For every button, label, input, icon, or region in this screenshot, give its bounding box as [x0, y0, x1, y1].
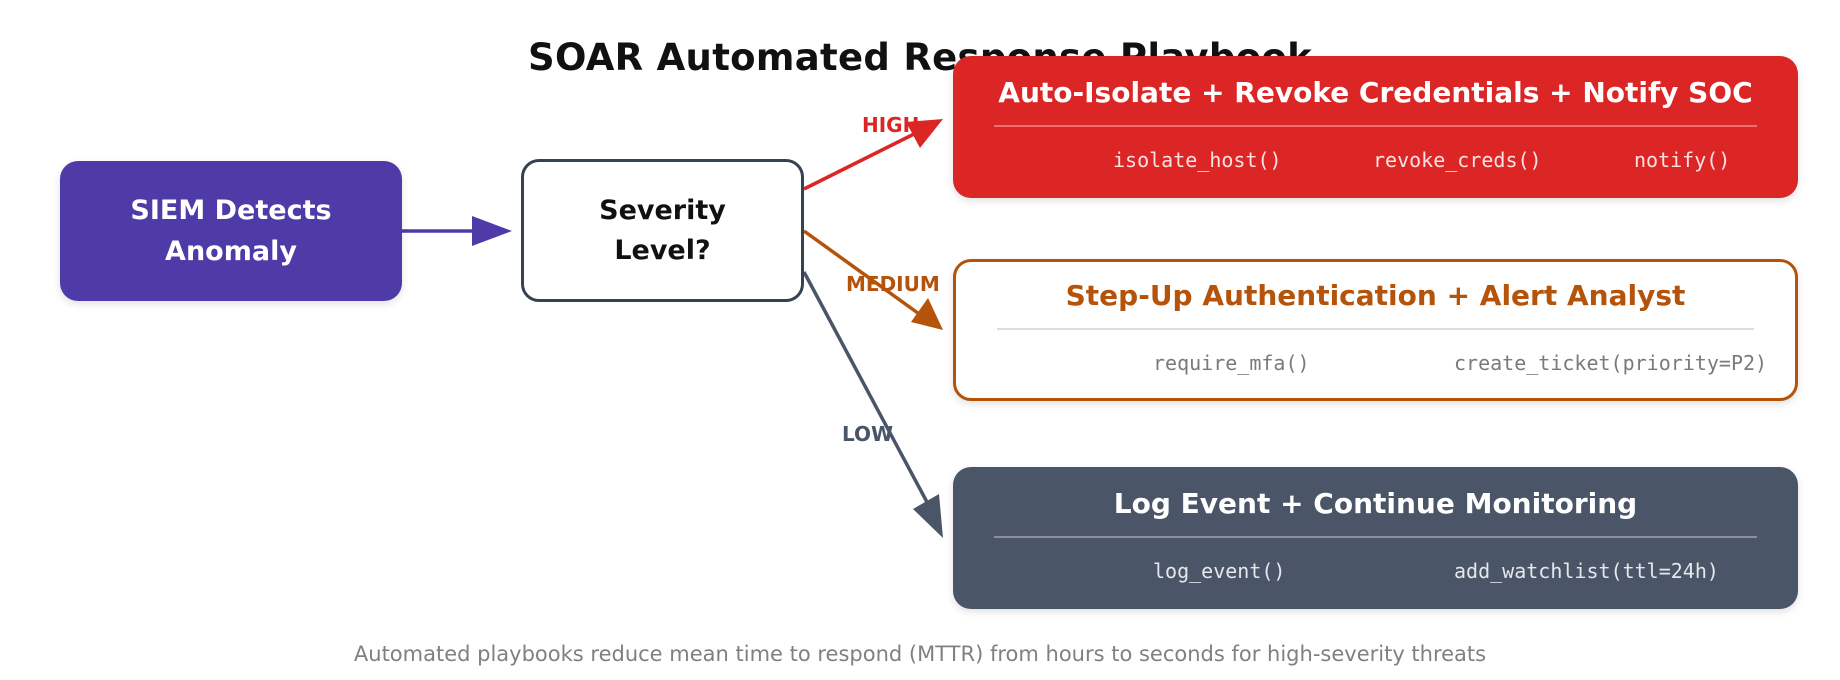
fn-create-ticket: create_ticket(priority=P2): [1454, 351, 1768, 375]
action-medium-title: Step-Up Authentication + Alert Analyst: [1065, 279, 1686, 312]
fn-require-mfa: require_mfa(): [1153, 351, 1310, 375]
start-node-label: SIEM Detects Anomaly: [130, 195, 332, 267]
edge-medium: [802, 229, 943, 330]
fn-add-watchlist: add_watchlist(ttl=24h): [1454, 559, 1719, 583]
edge-label-low: LOW: [842, 422, 894, 446]
action-low-divider: [994, 536, 1757, 538]
edge-start-to-decision: [402, 216, 512, 246]
siem-detects-anomaly-node: SIEM Detects Anomaly: [60, 161, 402, 301]
fn-log-event: log_event(): [1153, 559, 1286, 583]
action-medium-severity: Step-Up Authentication + Alert Analyst r…: [953, 259, 1798, 401]
footer-caption: Automated playbooks reduce mean time to …: [353, 642, 1487, 666]
action-high-title: Auto-Isolate + Revoke Credentials + Noti…: [998, 76, 1753, 109]
action-medium-divider: [997, 328, 1754, 330]
action-low-severity: Log Event + Continue Monitoring log_even…: [953, 467, 1798, 609]
fn-notify: notify(): [1634, 148, 1731, 172]
fn-isolate-host: isolate_host(): [1113, 148, 1282, 172]
action-high-severity: Auto-Isolate + Revoke Credentials + Noti…: [953, 56, 1798, 198]
action-high-divider: [994, 125, 1757, 127]
edge-low: [802, 271, 943, 538]
edge-high: [803, 119, 943, 191]
severity-decision-node: Severity Level?: [521, 159, 804, 302]
action-low-title: Log Event + Continue Monitoring: [1113, 487, 1638, 520]
edge-label-medium: MEDIUM: [846, 272, 940, 296]
fn-revoke-creds: revoke_creds(): [1373, 148, 1542, 172]
edge-label-high: HIGH: [862, 113, 920, 137]
decision-node-label: Severity Level?: [599, 194, 726, 266]
